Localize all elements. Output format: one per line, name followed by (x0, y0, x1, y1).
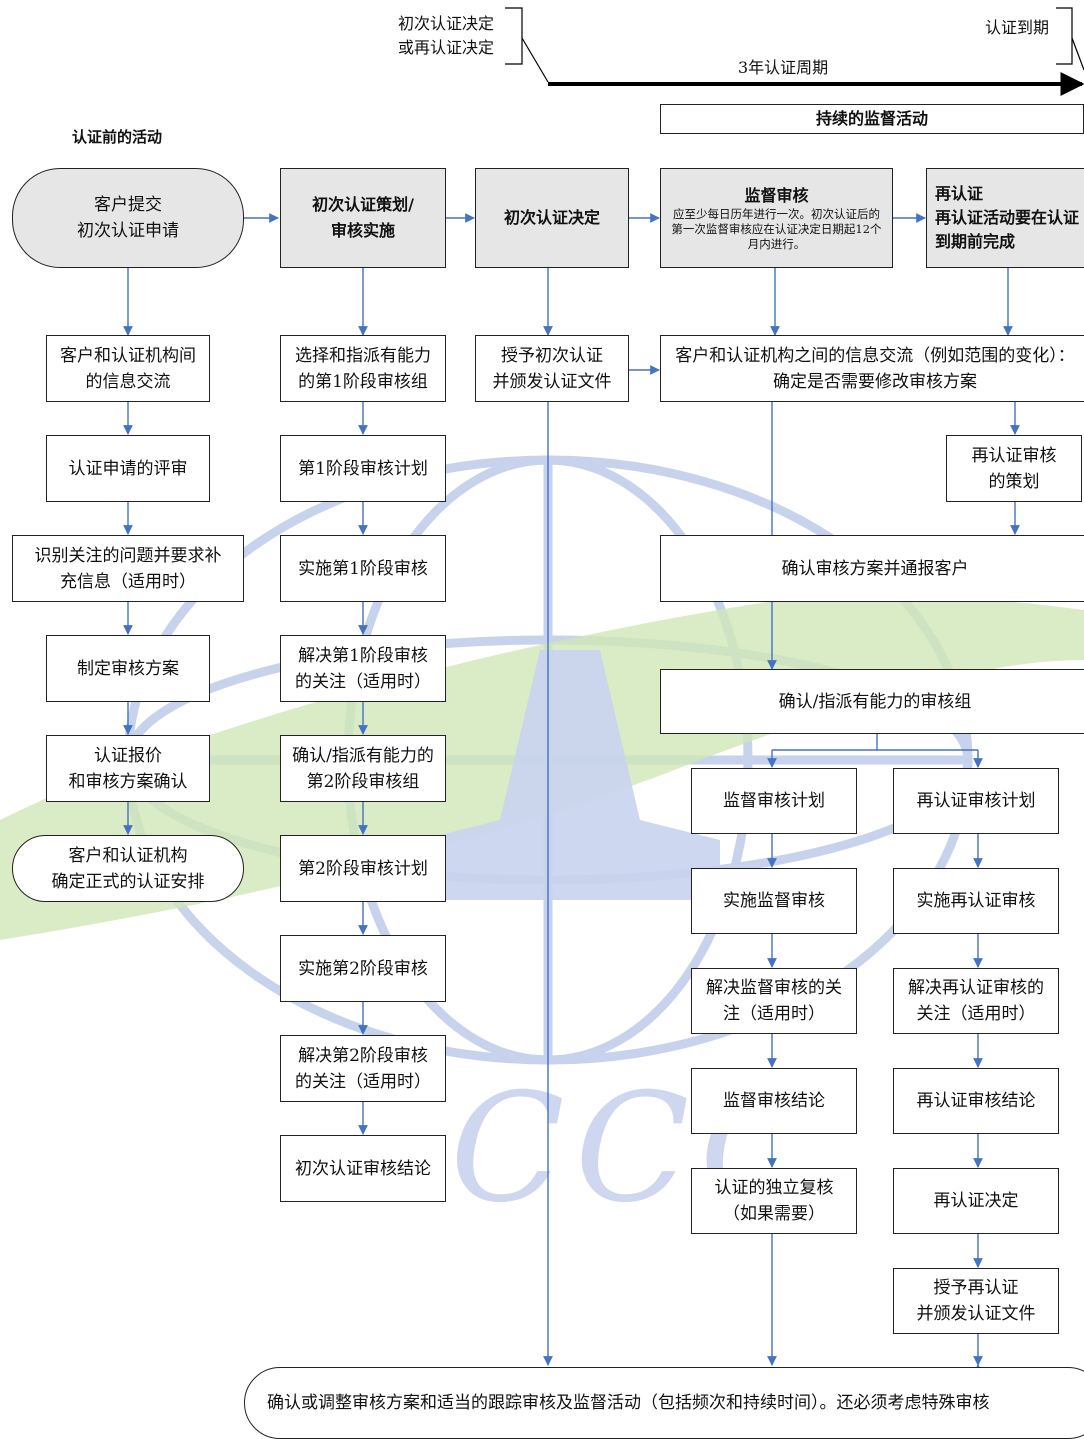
independent-review-node: 认证的独立复核 （如果需要） (691, 1168, 857, 1234)
cert-expiry-label: 认证到期 (985, 18, 1050, 37)
identify-issues-node: 识别关注的问题并要求补 充信息（适用时） (12, 535, 244, 602)
pre-activities-label: 认证前的活动 (72, 128, 163, 146)
stage2-resolve-node: 解决第2阶段审核 的关注（适用时） (280, 1035, 446, 1102)
surveillance-conclusion-node: 监督审核结论 (691, 1068, 857, 1134)
stage1-do-node: 实施第1阶段审核 (280, 535, 446, 602)
cert-decision-label: 初次认证决定 或再认证决定 (398, 14, 495, 57)
formal-arrangement-node: 客户和认证机构 确定正式的认证安排 (12, 835, 244, 902)
confirm-program-node: 确认审核方案并通报客户 (660, 535, 1084, 602)
initial-planning-node: 初次认证策划/ 审核实施 (280, 168, 446, 268)
surveillance-audit-note: 应至少每日历年进行一次。初次认证后的第一次监督审核应在认证决定日期起12个月内进… (671, 206, 882, 251)
surveillance-plan-node: 监督审核计划 (691, 768, 857, 834)
stage1-plan-node: 第1阶段审核计划 (280, 435, 446, 502)
application-review-node: 认证申请的评审 (46, 435, 210, 502)
recert-plan-node: 再认证审核计划 (893, 768, 1059, 834)
triangle-mark-watermark (420, 650, 720, 900)
right-info-exchange-node: 客户和认证机构之间的信息交流（例如范围的变化）：确定是否需要修改审核方案 (660, 335, 1084, 402)
initial-decision-node: 初次认证决定 (475, 168, 629, 268)
grant-recert-node: 授予再认证 并颁发认证文件 (893, 1268, 1059, 1334)
stage2-plan-node: 第2阶段审核计划 (280, 835, 446, 902)
cycle-label: 3年认证周期 (738, 58, 829, 77)
surveillance-audit-node: 监督审核 应至少每日历年进行一次。初次认证后的第一次监督审核应在认证决定日期起1… (660, 168, 893, 268)
stage1-resolve-node: 解决第1阶段审核 的关注（适用时） (280, 635, 446, 702)
recert-planning-node: 再认证审核 的策划 (946, 435, 1082, 502)
initial-conclusion-node: 初次认证审核结论 (280, 1135, 446, 1202)
final-adjust-program-node: 确认或调整审核方案和适当的跟踪审核及监督活动（包括频次和持续时间）。还必须考虑特… (244, 1367, 1084, 1439)
recert-decision-node: 再认证决定 (893, 1168, 1059, 1234)
quote-confirm-node: 认证报价 和审核方案确认 (46, 735, 210, 802)
client-apply-node: 客户提交 初次认证申请 (12, 168, 244, 268)
recertification-node: 再认证 再认证活动要在认证到期前完成 (926, 168, 1084, 268)
stage2-team-node: 确认/指派有能力的 第2阶段审核组 (280, 735, 446, 802)
client-info-exchange-node: 客户和认证机构间 的信息交流 (46, 335, 210, 402)
surveillance-resolve-node: 解决监督审核的关 注（适用时） (691, 968, 857, 1034)
recert-conclusion-node: 再认证审核结论 (893, 1068, 1059, 1134)
select-stage1-team-node: 选择和指派有能力 的第1阶段审核组 (280, 335, 446, 402)
continuous-surveillance-header: 持续的监督活动 (660, 104, 1084, 134)
surveillance-do-node: 实施监督审核 (691, 868, 857, 934)
recert-do-node: 实施再认证审核 (893, 868, 1059, 934)
audit-program-node: 制定审核方案 (46, 635, 210, 702)
surveillance-audit-title: 监督审核 (744, 185, 809, 205)
stage2-do-node: 实施第2阶段审核 (280, 935, 446, 1002)
confirm-team-node: 确认/指派有能力的审核组 (660, 669, 1084, 734)
grant-initial-cert-node: 授予初次认证 并颁发认证文件 (475, 335, 629, 402)
recert-resolve-node: 解决再认证审核的 关注（适用时） (893, 968, 1059, 1034)
